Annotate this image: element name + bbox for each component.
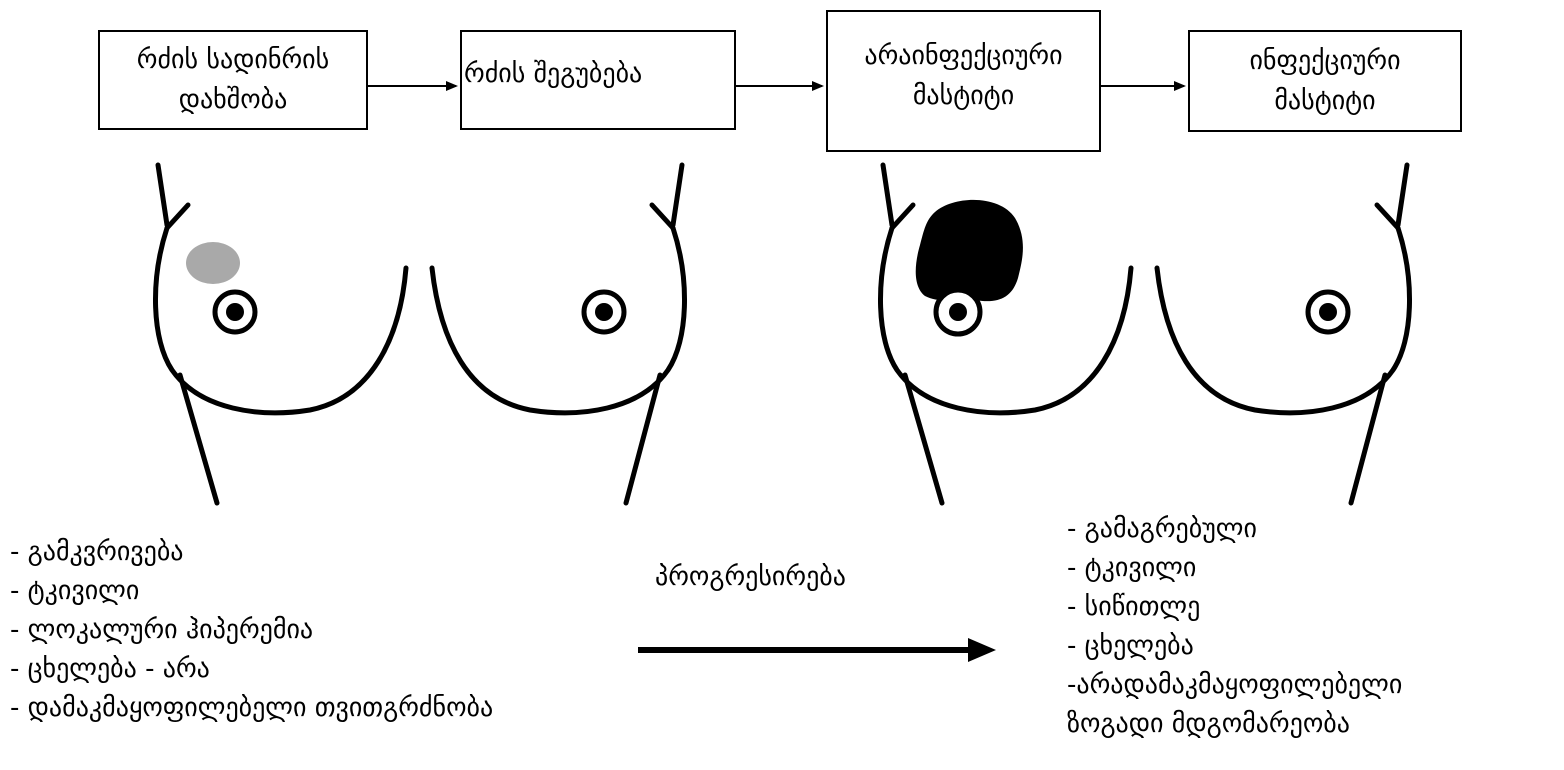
lesion-severe xyxy=(916,200,1023,301)
symptom-item: ზოგადი მდგომარეობა xyxy=(1067,705,1402,744)
symptom-item: - ცხელება xyxy=(1067,627,1402,666)
body-outline xyxy=(158,165,167,225)
nipple xyxy=(936,290,980,334)
symptom-item: - სიწითლე xyxy=(1067,588,1402,627)
body-outline xyxy=(1398,165,1407,225)
body-outline xyxy=(652,205,673,228)
body-outline xyxy=(1377,205,1398,228)
body-outline xyxy=(892,205,913,228)
breast-outline xyxy=(432,228,684,413)
body-outline xyxy=(167,205,188,228)
symptom-item: - ცხელება - არა xyxy=(10,650,493,689)
lesion-mild xyxy=(186,242,240,284)
symptom-item: - ტკივილი xyxy=(10,572,493,611)
symptom-item: -არადამაკმაყოფილებელი xyxy=(1067,666,1402,705)
left-symptom-list: - გამკვრივება - ტკივილი - ლოკალური ჰიპერ… xyxy=(10,533,493,728)
symptom-item: - ლოკალური ჰიპერემია xyxy=(10,611,493,650)
body-outline xyxy=(673,165,682,225)
symptom-item: - ტკივილი xyxy=(1067,549,1402,588)
progression-arrowhead xyxy=(968,638,996,662)
progression-label: პროგრესირება xyxy=(655,562,846,592)
nipple xyxy=(215,292,255,332)
symptom-item: - გამკვრივება xyxy=(10,533,493,572)
right-symptom-list: - გამაგრებული - ტკივილი - სიწითლე - ცხელ… xyxy=(1067,510,1402,744)
nipple xyxy=(1308,292,1348,332)
breast-outline xyxy=(1157,228,1409,413)
nipple xyxy=(584,292,624,332)
body-outline xyxy=(883,165,892,225)
symptom-item: - დამაკმაყოფილებელი თვითგრძნობა xyxy=(10,689,493,728)
symptom-item: - გამაგრებული xyxy=(1067,510,1402,549)
